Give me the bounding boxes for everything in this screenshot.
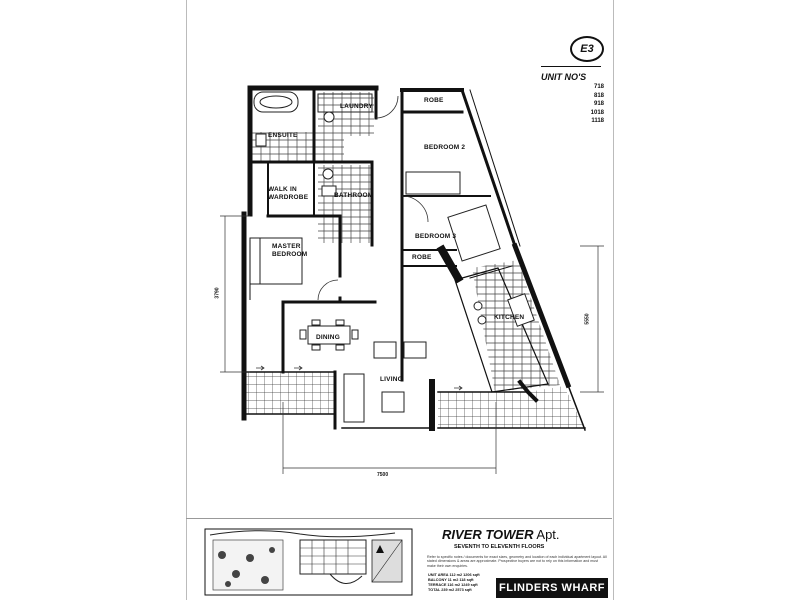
floors-subtitle: SEVENTH TO ELEVENTH FLOORS xyxy=(454,544,545,550)
area-row: UNIT AREA 112 m2 1206 sqft xyxy=(428,573,480,577)
label-robe-lower: ROBE xyxy=(412,254,432,261)
label-bathroom: BATHROOM xyxy=(334,192,374,199)
brand-logo: FLINDERS WHARF xyxy=(496,578,608,598)
bed-3 xyxy=(447,204,501,262)
label-bedroom: BEDROOM xyxy=(272,251,308,258)
bed-2 xyxy=(405,171,461,195)
unit-number: 1018 xyxy=(590,109,604,116)
unit-number: 818 xyxy=(593,92,604,99)
building-name: RIVER TOWER xyxy=(442,527,534,542)
label-kitchen: KITCHEN xyxy=(494,314,525,321)
armchair-1 xyxy=(373,341,397,359)
label-bedroom-3: BEDROOM 3 xyxy=(415,233,457,240)
ensuite-tiles xyxy=(252,132,344,162)
site-plan-thumbnail xyxy=(204,528,413,596)
area-row: TERRACE 116 m2 1249 sqft xyxy=(428,583,478,587)
laundry-tub xyxy=(323,111,335,123)
label-ensuite: ENSUITE xyxy=(268,132,298,139)
building-title: RIVER TOWER Apt. xyxy=(442,527,560,542)
label-robe-top: ROBE xyxy=(424,97,444,104)
label-master: MASTER xyxy=(272,243,301,250)
toilet xyxy=(322,168,334,180)
area-schedule: UNIT AREA 112 m2 1206 sqft BALCONY 11 m2… xyxy=(428,573,480,593)
sofa xyxy=(343,373,365,423)
disclaimer-text: Refer to specific notes / documents for … xyxy=(427,555,607,568)
terrace-right-grid xyxy=(438,386,584,428)
label-living: LIVING xyxy=(380,376,403,383)
unit-numbers-list: 718 818 918 1018 1118 xyxy=(591,83,604,126)
label-walk-in: WALK IN xyxy=(268,186,297,193)
dining-table xyxy=(307,325,351,345)
armchair-2 xyxy=(403,341,427,359)
kitchen-tiles xyxy=(472,260,560,392)
label-wardrobe: WARDROBE xyxy=(268,194,309,201)
unit-number: 918 xyxy=(593,101,604,108)
label-dining: DINING xyxy=(316,334,340,341)
dimension-left-height: 3790 xyxy=(214,287,221,299)
area-row: BALCONY 11 m2 118 sqft xyxy=(428,578,474,582)
label-laundry: LAUNDRY xyxy=(340,103,373,110)
unit-number: 718 xyxy=(593,84,604,90)
unit-numbers-heading: UNIT NO'S xyxy=(541,72,587,82)
dimension-right-height: 5550 xyxy=(584,313,591,325)
unit-number: 1118 xyxy=(591,118,604,125)
building-suffix: Apt. xyxy=(533,527,560,542)
dimension-width: 7500 xyxy=(377,472,389,478)
plan-code-badge: E3 xyxy=(570,36,604,62)
area-row: TOTAL 239 m2 2573 sqft xyxy=(428,588,472,592)
label-bedroom-2: BEDROOM 2 xyxy=(424,144,466,151)
balcony-left-grid xyxy=(245,372,335,414)
heading-rule xyxy=(541,66,601,67)
footer-rule xyxy=(186,518,612,519)
coffee-table xyxy=(381,391,405,413)
